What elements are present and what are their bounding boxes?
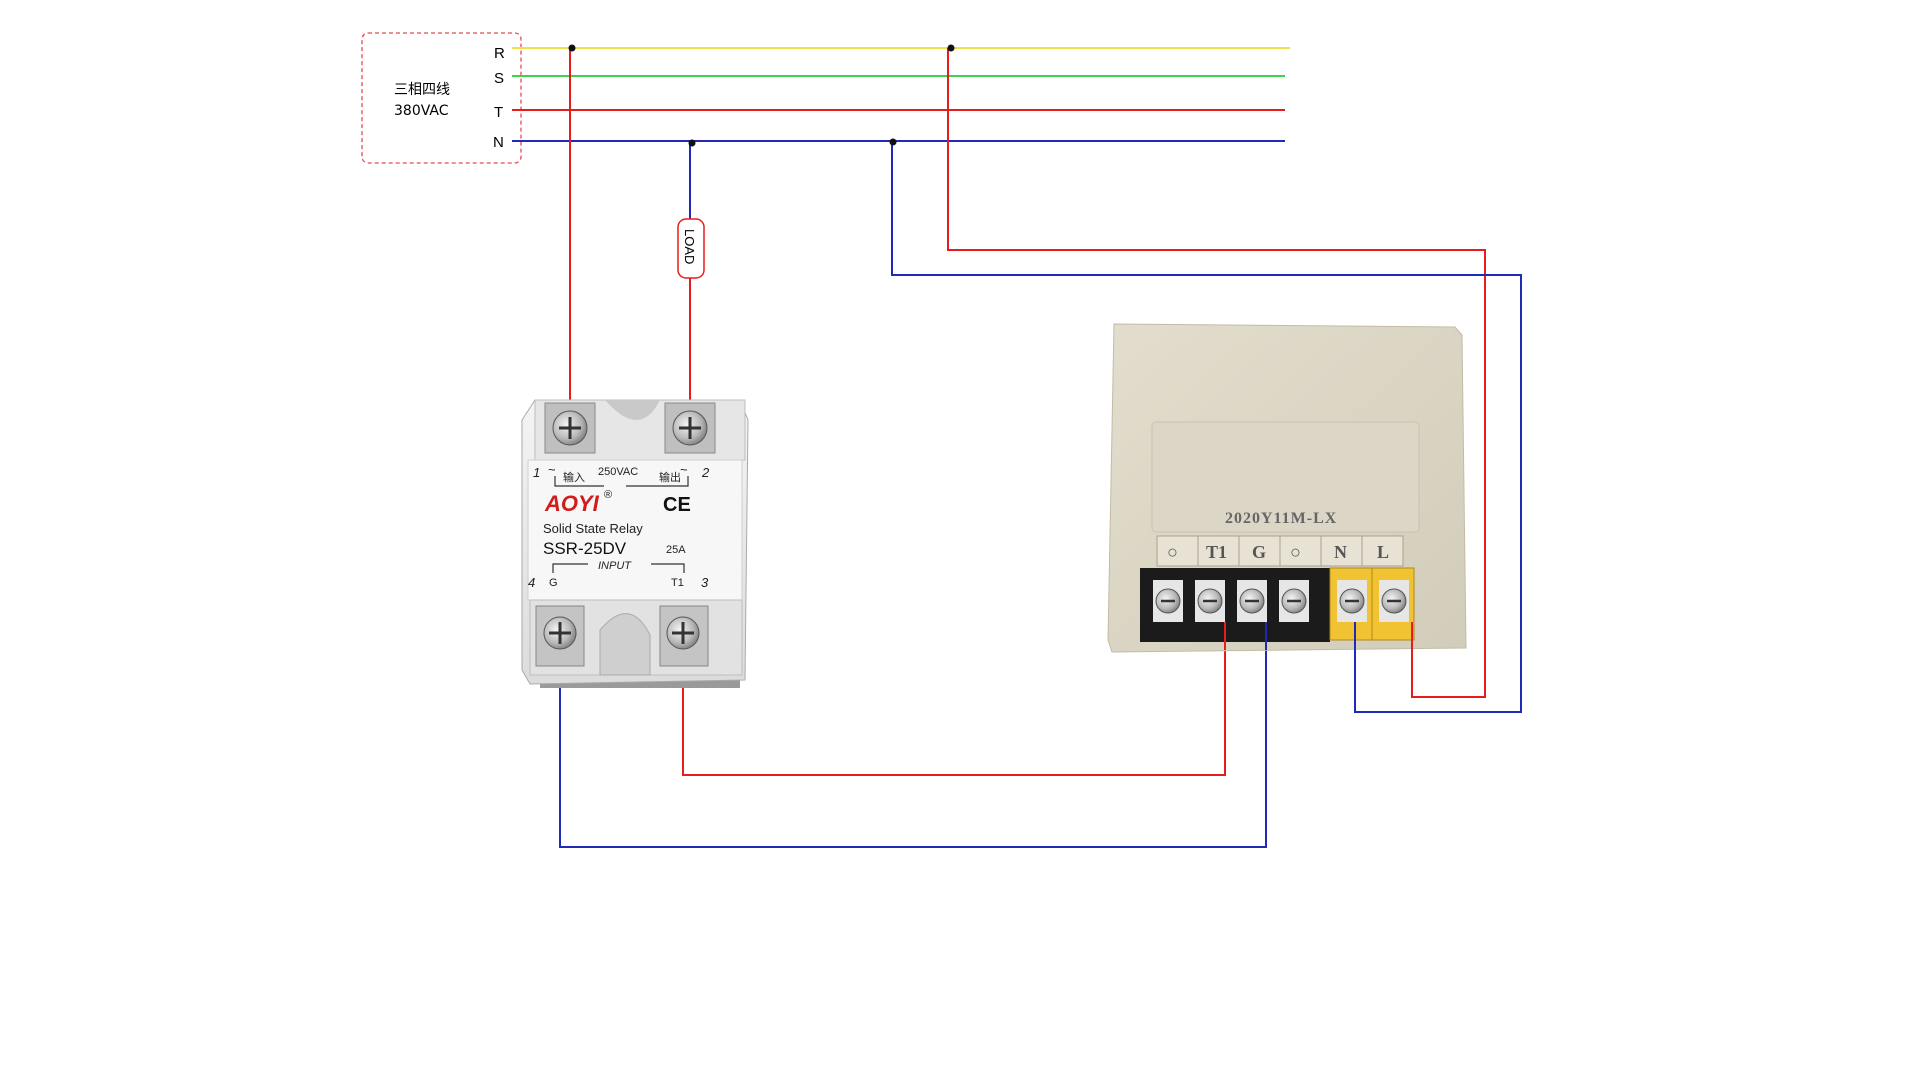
- terminal-label-n: N: [1334, 542, 1347, 562]
- wire-r-to-controller-l: [947, 48, 1486, 698]
- phase-label-t: T: [494, 104, 503, 121]
- power-source: 三相四线 380VAC: [361, 32, 522, 164]
- relay-output-bracket: [626, 476, 689, 487]
- wire-n-to-controller-n: [891, 141, 1522, 713]
- relay-model: SSR-25DV: [543, 539, 627, 558]
- junction-dot: [947, 44, 955, 52]
- terminal-label-cell: [1279, 535, 1322, 567]
- load-box: [677, 218, 705, 279]
- relay-input-line: [552, 563, 685, 573]
- terminal-label-t1: T1: [1206, 542, 1227, 562]
- relay-pin-t1: T1: [671, 577, 684, 589]
- relay-ce-mark: CE: [663, 494, 691, 516]
- relay-top-notch: [605, 400, 660, 420]
- relay-out-label: 输出: [659, 470, 681, 484]
- wire-relay-g-to-controller-g: [559, 630, 1267, 848]
- relay-in-label: 输入: [563, 470, 585, 484]
- wires: [559, 48, 1522, 848]
- controller-terminal-block: [1140, 567, 1415, 642]
- controller-display-window: [1151, 421, 1420, 533]
- relay-screw-4-slot: [549, 622, 571, 644]
- relay-voltage: 250VAC: [598, 466, 638, 478]
- terminal-label-cell: [1320, 535, 1363, 567]
- relay-rating: 25A: [666, 544, 686, 556]
- relay-screw-3-slot: [672, 622, 694, 644]
- relay-brand: AOYI: [544, 491, 600, 516]
- terminal-label-unused-1: ○: [1167, 542, 1178, 562]
- relay-label-face: [527, 459, 743, 601]
- junction-dot: [688, 139, 696, 147]
- relay-terminal-2-label: 2: [701, 465, 710, 480]
- terminal-label-cell: [1197, 535, 1240, 567]
- terminal-label-l: L: [1377, 542, 1389, 562]
- source-box: [361, 32, 522, 164]
- junction-dots: [568, 44, 955, 147]
- relay-tilde-left: ~: [548, 462, 556, 477]
- relay-pin-g: G: [549, 577, 558, 589]
- terminal-label-g: G: [1252, 542, 1266, 562]
- load: LOAD: [677, 218, 705, 279]
- source-label-line2: 380VAC: [394, 103, 449, 119]
- solid-state-relay: 1 2 ~ ~ 输入 输出 250VAC AOYI ® CE Solid Sta…: [521, 399, 749, 688]
- relay-bottom-notch: [599, 613, 651, 676]
- relay-brand-mark: ®: [604, 489, 612, 501]
- relay-terminal-3-label: 3: [701, 575, 709, 590]
- junction-dot: [889, 138, 897, 146]
- relay-tilde-right: ~: [680, 462, 688, 477]
- relay-terminal-4-label: 4: [528, 575, 535, 590]
- junction-dot: [568, 44, 576, 52]
- phase-label-n: N: [493, 134, 504, 151]
- terminal-label-unused-2: ○: [1290, 542, 1301, 562]
- wire-relay-t1-to-controller-t1: [682, 630, 1226, 776]
- terminal-label-cell: [1361, 535, 1404, 567]
- relay-input-label: INPUT: [598, 560, 632, 572]
- relay-terminal-1-label: 1: [533, 465, 540, 480]
- controller-model: 2020Y11M-LX: [1225, 510, 1337, 527]
- relay-input-bracket: [554, 476, 604, 487]
- phase-label-s: S: [494, 70, 504, 87]
- controller-wire-ends: [1224, 622, 1413, 650]
- terminal-label-cell: [1238, 535, 1281, 567]
- terminal-label-cell: [1156, 535, 1199, 567]
- phase-bus: R S T N: [493, 45, 1290, 151]
- relay-screw-2-slot: [679, 417, 701, 439]
- phase-label-r: R: [494, 45, 505, 62]
- controller-terminal-labels: ○ T1 G ○ N L: [1156, 535, 1404, 567]
- relay-screw-1-slot: [559, 417, 581, 439]
- load-label: LOAD: [682, 229, 697, 264]
- controller: 2020Y11M-LX ○ T1 G ○ N L: [1107, 323, 1467, 653]
- source-label-line1: 三相四线: [394, 82, 450, 98]
- relay-type: Solid State Relay: [543, 521, 643, 536]
